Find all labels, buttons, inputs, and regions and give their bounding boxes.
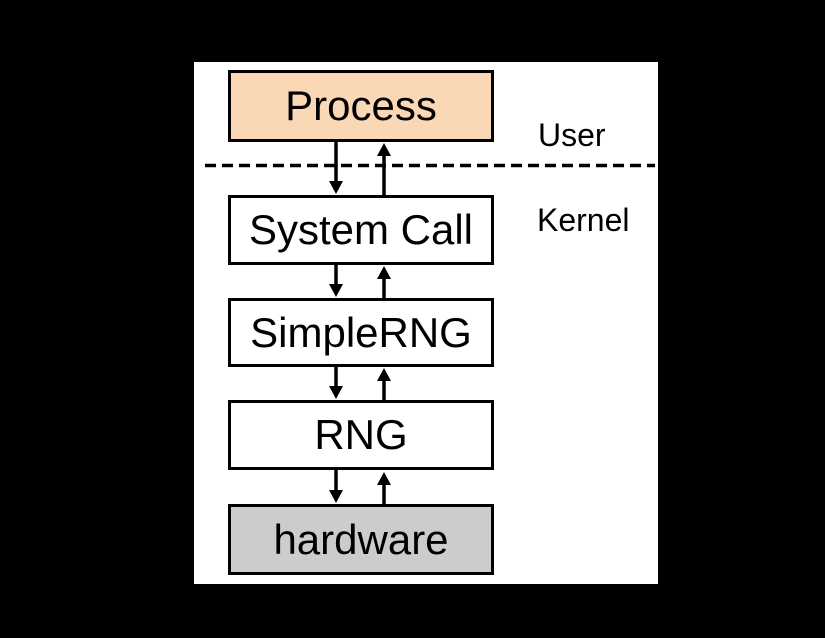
diagram-panel: Process User Kernel System Call xyxy=(194,62,658,584)
connector-rng-hardware xyxy=(329,470,391,504)
arrow-down-icon xyxy=(329,470,343,503)
kernel-region-label: Kernel xyxy=(537,202,630,238)
box-rng: RNG xyxy=(228,400,494,470)
box-process: Process xyxy=(228,70,494,142)
connector-simple-rng-rng xyxy=(329,367,391,400)
arrow-up-icon xyxy=(377,266,391,298)
arrow-down-icon xyxy=(329,367,343,399)
arrow-up-icon xyxy=(377,368,391,400)
arrow-up-icon xyxy=(377,143,391,195)
user-kernel-divider-line xyxy=(205,163,655,168)
user-region-label: User xyxy=(538,117,606,153)
connector-process-system-call xyxy=(329,142,391,195)
connector-system-call-simple-rng xyxy=(329,265,391,298)
box-hardware: hardware xyxy=(228,504,494,575)
box-system-call: System Call xyxy=(228,195,494,265)
arrow-down-icon xyxy=(329,142,343,194)
box-simple-rng: SimpleRNG xyxy=(228,298,494,367)
arrow-down-icon xyxy=(329,265,343,297)
arrow-up-icon xyxy=(377,472,391,504)
